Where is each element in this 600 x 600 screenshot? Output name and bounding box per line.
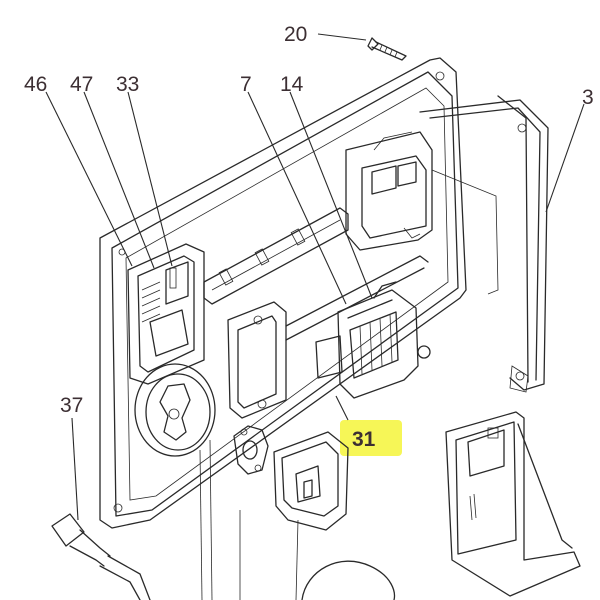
mounting-bracket (445, 411, 581, 597)
rotary-dial (134, 363, 216, 457)
power-cord (51, 513, 151, 600)
lower-frame-edges (199, 439, 241, 600)
leader-lines (45, 33, 585, 521)
upper-switch-block (345, 131, 499, 295)
highlight-marker (340, 420, 402, 456)
callout-37: 37 (60, 394, 83, 417)
callout-47: 47 (70, 73, 93, 96)
callout-7: 7 (240, 73, 252, 96)
mounting-rail (285, 255, 429, 341)
cable-loop (301, 560, 396, 600)
relay-block (315, 281, 431, 399)
screw-part (367, 37, 407, 61)
callout-3: 3 (582, 86, 594, 109)
terminal-rail (203, 207, 349, 305)
rear-housing (419, 95, 549, 393)
outlet-cutout (227, 301, 287, 419)
callout-31: 31 (352, 428, 376, 451)
callout-14: 14 (280, 73, 304, 96)
control-board (127, 243, 205, 385)
callout-46: 46 (24, 73, 47, 96)
socket-part (273, 431, 349, 600)
callout-33: 33 (116, 73, 139, 96)
front-bezel-plate (99, 57, 467, 529)
callout-20: 20 (284, 23, 307, 46)
seal-ring (233, 425, 269, 475)
